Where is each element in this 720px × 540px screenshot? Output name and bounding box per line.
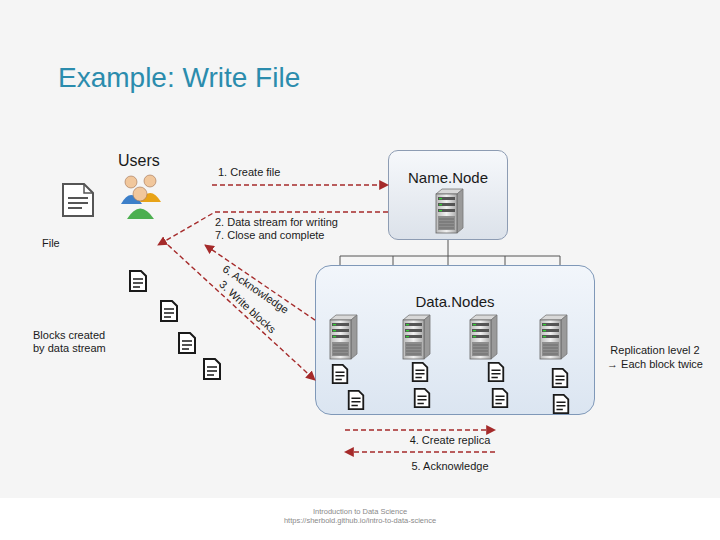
node-title: Data.Nodes — [316, 266, 594, 310]
block-icon — [130, 271, 146, 291]
file-icon — [63, 184, 93, 216]
block-icon — [553, 369, 568, 387]
file-lines — [68, 198, 88, 208]
server-icon — [403, 315, 430, 359]
block-icon — [179, 333, 195, 353]
footer-text: Introduction to Data Science — [313, 507, 407, 516]
block-icon — [204, 359, 220, 379]
ack-arrow — [345, 451, 495, 452]
footer-url: https://sherbold.github.io/intro-to-data… — [284, 516, 436, 525]
message-arrow — [158, 212, 388, 245]
person-body — [127, 209, 154, 220]
block-icon — [415, 389, 430, 407]
step-label: 5. Acknowledge — [411, 460, 488, 473]
block-icon — [161, 301, 177, 321]
block-icon — [349, 391, 364, 409]
message-arrow — [212, 184, 388, 185]
server-icon — [330, 315, 357, 359]
server-icon — [436, 189, 463, 233]
block-icon — [493, 389, 508, 407]
block-icon — [333, 365, 348, 383]
edge-label: 2. Data stream for writing 7. Close and … — [215, 216, 343, 242]
note-text: → Each block twice — [607, 358, 703, 371]
footer-band — [0, 498, 720, 540]
file-label: File — [42, 237, 60, 250]
person-head — [125, 176, 137, 188]
person-head — [144, 175, 156, 187]
replica-arrow — [345, 429, 495, 430]
block-icon — [554, 395, 569, 413]
users-icon — [121, 175, 161, 219]
cluster-wire — [340, 240, 560, 265]
note-text: Replication level 2 — [610, 344, 699, 357]
block-icon — [413, 363, 428, 381]
note-text: Blocks created by data stream — [33, 329, 115, 355]
file-fold — [84, 184, 93, 193]
edge-label: 1. Create file — [218, 166, 280, 179]
server-icon — [470, 315, 497, 359]
actor-label: Users — [112, 150, 212, 170]
message-arrow — [168, 245, 315, 380]
person-head — [133, 187, 147, 201]
block-icon — [489, 363, 504, 381]
slide-title: Example: Write File — [58, 62, 300, 94]
node-title: Name.Node — [389, 151, 507, 186]
server-icon — [540, 315, 567, 359]
step-label: 4. Create replica — [410, 434, 491, 447]
